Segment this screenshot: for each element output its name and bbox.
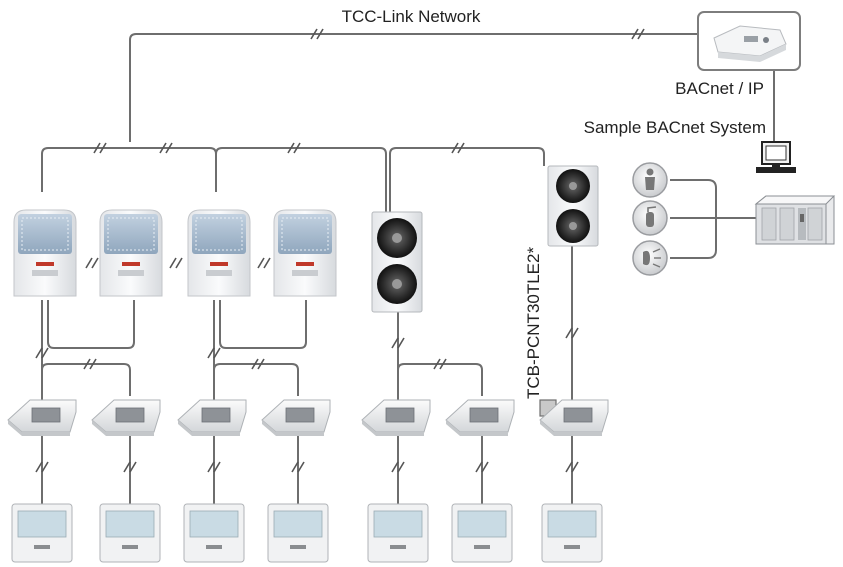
light-fixture-icon bbox=[632, 240, 668, 276]
bacnet-gateway-icon bbox=[697, 11, 801, 71]
cassette-indoor-unit-icon bbox=[261, 399, 331, 436]
slash-mark bbox=[251, 358, 265, 370]
slash-mark bbox=[391, 461, 405, 473]
slash-mark bbox=[35, 461, 49, 473]
slash-mark bbox=[207, 461, 221, 473]
slash-mark bbox=[631, 28, 645, 40]
slash-mark bbox=[207, 347, 221, 359]
slash-mark bbox=[391, 337, 405, 349]
slash-mark bbox=[475, 461, 489, 473]
cassette-indoor-unit-icon bbox=[177, 399, 247, 436]
slash-mark bbox=[565, 461, 579, 473]
wiring bbox=[41, 33, 775, 504]
person-sensor-icon bbox=[632, 162, 668, 198]
slash-mark bbox=[291, 461, 305, 473]
slash-mark bbox=[310, 28, 324, 40]
slash-mark bbox=[257, 257, 271, 269]
slash-mark bbox=[35, 347, 49, 359]
vrf-outdoor-unit-icon bbox=[187, 209, 251, 297]
protocol-label: BACnet / IP bbox=[675, 79, 764, 98]
slash-mark bbox=[123, 461, 137, 473]
outdoor-fan-unit-icon bbox=[371, 211, 423, 313]
wall-remote-controller-icon bbox=[183, 503, 245, 563]
slash-mark bbox=[287, 142, 301, 154]
slash-mark bbox=[83, 358, 97, 370]
slash-mark bbox=[93, 142, 107, 154]
system-label: Sample BACnet System bbox=[584, 118, 766, 137]
cassette-indoor-unit-icon bbox=[539, 399, 609, 436]
cassette-indoor-unit-icon bbox=[91, 399, 161, 436]
server-rack-icon bbox=[754, 195, 836, 245]
wall-remote-controller-icon bbox=[367, 503, 429, 563]
network-label: TCC-Link Network bbox=[342, 7, 481, 26]
cable-slash-marks bbox=[35, 28, 645, 473]
slash-mark bbox=[159, 142, 173, 154]
cassette-indoor-unit-icon bbox=[445, 399, 515, 436]
slash-mark bbox=[85, 257, 99, 269]
outdoor-fan-unit-icon bbox=[547, 165, 599, 247]
wall-remote-controller-icon bbox=[11, 503, 73, 563]
wall-remote-controller-icon bbox=[267, 503, 329, 563]
vrf-outdoor-unit-icon bbox=[13, 209, 77, 297]
cassette-indoor-unit-icon bbox=[7, 399, 77, 436]
cassette-indoor-unit-icon bbox=[361, 399, 431, 436]
vrf-outdoor-unit-icon bbox=[99, 209, 163, 297]
slash-mark bbox=[565, 327, 579, 339]
wall-remote-controller-icon bbox=[541, 503, 603, 563]
vrf-outdoor-unit-icon bbox=[273, 209, 337, 297]
adapter-model-label: TCB-PCNT30TLE2* bbox=[524, 247, 543, 399]
slash-mark bbox=[169, 257, 183, 269]
slash-mark bbox=[433, 358, 447, 370]
monitor-workstation-icon bbox=[756, 141, 796, 173]
wall-remote-controller-icon bbox=[451, 503, 513, 563]
wall-remote-controller-icon bbox=[99, 503, 161, 563]
fire-extinguisher-icon bbox=[632, 200, 668, 236]
slash-mark bbox=[451, 142, 465, 154]
